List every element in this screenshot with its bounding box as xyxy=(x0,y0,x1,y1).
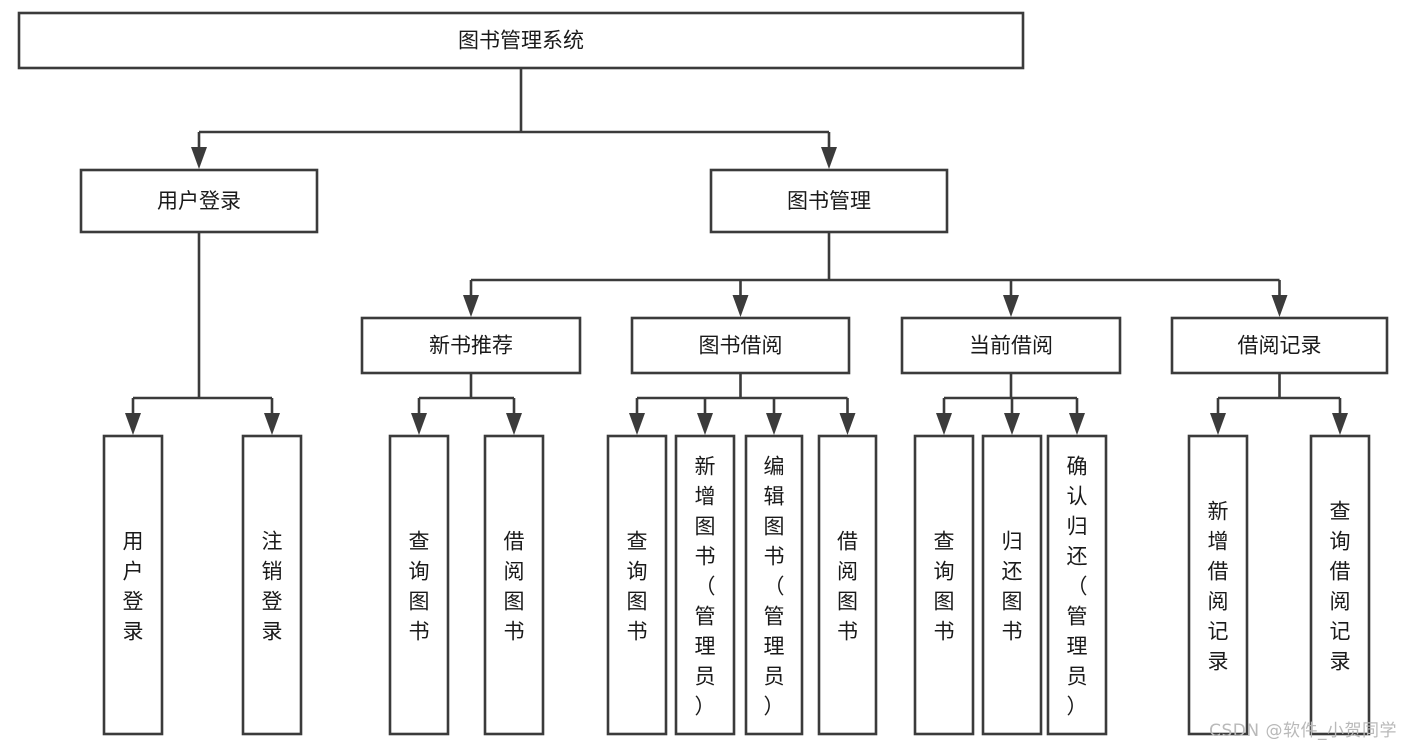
node-leaf-query-record[interactable]: 查询借阅记录 xyxy=(1309,434,1371,736)
edge-group-borrow-record xyxy=(1210,373,1348,435)
node-box-leaf-borrow-book-1[interactable] xyxy=(483,434,545,736)
node-root[interactable]: 图书管理系统 xyxy=(17,11,1025,70)
node-box-leaf-query-book-2[interactable] xyxy=(606,434,668,736)
node-label-leaf-query-book-1: 查询图书 xyxy=(409,529,430,643)
node-leaf-query-book-3[interactable]: 查询图书 xyxy=(913,434,975,736)
edge-group-root xyxy=(191,68,837,169)
node-label-user-login: 用户登录 xyxy=(157,189,241,213)
edge-group-user-login xyxy=(125,232,280,435)
node-leaf-logout[interactable]: 注销登录 xyxy=(241,434,303,736)
edge-group-book-manage xyxy=(463,232,1288,317)
node-box-new-book-rec[interactable] xyxy=(360,316,582,375)
node-label-book-borrow: 图书借阅 xyxy=(699,334,783,358)
node-label-leaf-edit-book: 编辑图书（管理员） xyxy=(764,454,785,718)
node-label-leaf-add-book: 新增图书（管理员） xyxy=(695,454,716,718)
node-leaf-query-book-1[interactable]: 查询图书 xyxy=(388,434,450,736)
node-label-borrow-record: 借阅记录 xyxy=(1238,334,1322,358)
node-leaf-confirm-return[interactable]: 确认归还（管理员） xyxy=(1046,434,1108,736)
node-new-book-rec[interactable]: 新书推荐 xyxy=(360,316,582,375)
node-leaf-user-login[interactable]: 用户登录 xyxy=(102,434,164,736)
node-label-leaf-return-book: 归还图书 xyxy=(1002,529,1023,643)
node-box-leaf-confirm-return[interactable] xyxy=(1046,434,1108,736)
node-label-leaf-confirm-return: 确认归还（管理员） xyxy=(1067,454,1088,718)
node-box-leaf-return-book[interactable] xyxy=(981,434,1043,736)
node-leaf-borrow-book-2[interactable]: 借阅图书 xyxy=(817,434,878,736)
node-box-book-manage[interactable] xyxy=(709,168,949,234)
node-user-login[interactable]: 用户登录 xyxy=(79,168,319,234)
edges-layer xyxy=(125,68,1348,435)
node-box-book-borrow[interactable] xyxy=(630,316,851,375)
node-box-leaf-query-record[interactable] xyxy=(1309,434,1371,736)
node-leaf-query-book-2[interactable]: 查询图书 xyxy=(606,434,668,736)
node-label-leaf-borrow-book-2: 借阅图书 xyxy=(837,529,858,643)
node-label-leaf-logout: 注销登录 xyxy=(262,529,283,643)
edge-group-book-borrow xyxy=(629,373,856,435)
csdn-watermark: CSDN @软件_小贺同学 xyxy=(1209,721,1397,741)
node-label-root: 图书管理系统 xyxy=(458,29,584,53)
node-label-book-manage: 图书管理 xyxy=(787,189,871,213)
node-leaf-add-book[interactable]: 新增图书（管理员） xyxy=(674,434,736,736)
node-box-leaf-borrow-book-2[interactable] xyxy=(817,434,878,736)
node-label-leaf-query-record: 查询借阅记录 xyxy=(1330,499,1351,673)
node-book-borrow[interactable]: 图书借阅 xyxy=(630,316,851,375)
nodes-layer: 图书管理系统用户登录图书管理新书推荐图书借阅当前借阅借阅记录用户登录注销登录查询… xyxy=(17,11,1389,736)
node-label-leaf-user-login: 用户登录 xyxy=(123,529,144,643)
node-box-root[interactable] xyxy=(17,11,1025,70)
node-box-current-borrow[interactable] xyxy=(900,316,1122,375)
node-borrow-record[interactable]: 借阅记录 xyxy=(1170,316,1389,375)
node-box-leaf-logout[interactable] xyxy=(241,434,303,736)
node-leaf-return-book[interactable]: 归还图书 xyxy=(981,434,1043,736)
node-box-leaf-edit-book[interactable] xyxy=(744,434,804,736)
node-label-new-book-rec: 新书推荐 xyxy=(429,334,513,358)
node-label-current-borrow: 当前借阅 xyxy=(969,334,1053,358)
node-current-borrow[interactable]: 当前借阅 xyxy=(900,316,1122,375)
node-leaf-borrow-book-1[interactable]: 借阅图书 xyxy=(483,434,545,736)
node-box-leaf-add-record[interactable] xyxy=(1187,434,1249,736)
node-box-user-login[interactable] xyxy=(79,168,319,234)
node-leaf-add-record[interactable]: 新增借阅记录 xyxy=(1187,434,1249,736)
node-label-leaf-add-record: 新增借阅记录 xyxy=(1208,499,1229,673)
node-box-leaf-user-login[interactable] xyxy=(102,434,164,736)
node-box-leaf-query-book-1[interactable] xyxy=(388,434,450,736)
node-label-leaf-borrow-book-1: 借阅图书 xyxy=(504,529,525,643)
node-label-leaf-query-book-2: 查询图书 xyxy=(627,529,648,643)
edge-group-new-book-rec xyxy=(411,373,522,435)
node-book-manage[interactable]: 图书管理 xyxy=(709,168,949,234)
node-label-leaf-query-book-3: 查询图书 xyxy=(934,529,955,643)
node-box-leaf-query-book-3[interactable] xyxy=(913,434,975,736)
node-box-borrow-record[interactable] xyxy=(1170,316,1389,375)
edge-group-current-borrow xyxy=(936,373,1085,435)
node-leaf-edit-book[interactable]: 编辑图书（管理员） xyxy=(744,434,804,736)
node-box-leaf-add-book[interactable] xyxy=(674,434,736,736)
